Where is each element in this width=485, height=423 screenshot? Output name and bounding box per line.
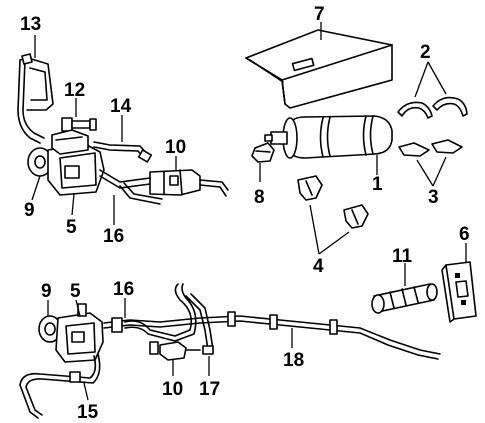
callout-13: 13 (20, 14, 41, 35)
callout-8: 8 (254, 187, 265, 208)
callout-1: 1 (372, 174, 383, 195)
callout-11: 11 (392, 246, 413, 267)
callout-6: 6 (459, 224, 470, 245)
callout-16-top: 16 (103, 226, 124, 247)
callout-7: 7 (314, 4, 325, 25)
callout-17: 17 (199, 379, 220, 400)
lower-lines (103, 283, 441, 361)
part-8-fitting (251, 142, 275, 163)
callout-15: 15 (77, 402, 99, 423)
callout-12: 12 (64, 80, 85, 101)
callout-4: 4 (313, 256, 324, 277)
part-1-tank (264, 115, 393, 159)
callout-5-bottom: 5 (70, 281, 81, 302)
callout-5-top: 5 (66, 217, 77, 238)
callout-9-top: 9 (24, 200, 35, 221)
part-11-connector (371, 283, 438, 314)
callout-2: 2 (420, 42, 431, 63)
part-6-bracket (441, 261, 477, 323)
callout-10-bottom: 10 (162, 379, 183, 400)
lower-left-pump (19, 303, 104, 419)
part-2-straps (397, 96, 468, 119)
callout-3: 3 (428, 187, 439, 208)
callout-16-bottom: 16 (113, 279, 134, 300)
upper-left-assembly (17, 53, 229, 205)
part-3-lower-straps (398, 139, 463, 157)
callout-9-bottom: 9 (41, 281, 52, 302)
callout-18: 18 (283, 350, 304, 371)
callout-10-top: 10 (165, 137, 186, 158)
part-7-shield (245, 29, 393, 109)
callout-14: 14 (110, 96, 132, 117)
part-4-brackets (297, 175, 369, 229)
